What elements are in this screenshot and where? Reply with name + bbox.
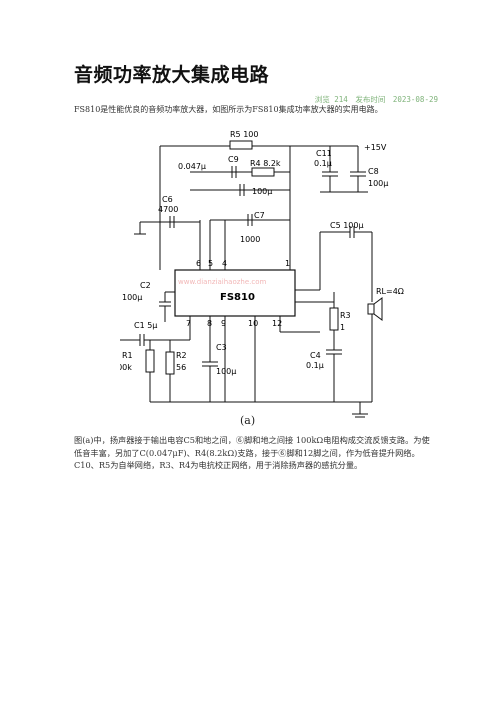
pin-12: 12	[272, 319, 282, 328]
r5-resistor	[229, 140, 253, 150]
r2-resistor	[165, 351, 175, 375]
figure-caption: (a)	[240, 414, 256, 427]
pin-10: 10	[248, 319, 258, 328]
r1-resistor	[145, 349, 155, 373]
r3-value: 1	[340, 323, 345, 332]
c6-value: 4700	[158, 205, 178, 214]
c2-name: C2	[140, 281, 151, 290]
article-meta: 浏览 214 发布时间 2023-08-29	[312, 94, 438, 105]
ic-body	[174, 269, 296, 317]
r5-label: R5 100	[230, 130, 258, 139]
c8-name: C8	[368, 167, 379, 176]
c7-name: C7	[254, 211, 265, 220]
publish-date: 2023-08-29	[392, 95, 438, 104]
c9-name: C9	[228, 155, 239, 164]
supply-label: +15V	[364, 143, 387, 152]
page-title: 音频功率放大集成电路	[74, 64, 270, 86]
r4-resistor	[251, 167, 275, 177]
pin-6: 6	[196, 259, 201, 268]
view-count: 浏览 214	[314, 95, 348, 104]
r2-name: R2	[176, 351, 187, 360]
pin-4: 4	[222, 259, 227, 268]
r1-value: 100k	[120, 363, 132, 372]
c2-value: 100μ	[122, 293, 142, 302]
pin-8: 8	[207, 319, 212, 328]
published-label: 发布时间	[355, 95, 386, 104]
r4-label: R4 8.2k	[250, 159, 281, 168]
r2-value: 56	[176, 363, 186, 372]
circuit-schematic: +15V R5 100 C9 0.047μ R4 8.2k C11 0.1μ C…	[120, 130, 404, 418]
c6-name: C6	[162, 195, 173, 204]
c5-label: C5 100μ	[330, 221, 364, 230]
c10-value: 100μ	[252, 187, 272, 196]
c11-name: C11	[316, 149, 332, 158]
c9-value: 0.047μ	[178, 162, 206, 171]
load-label: RL=4Ω	[376, 287, 404, 296]
r1-name: R1	[122, 351, 133, 360]
watermark: www.dianziaihaozhe.com	[178, 278, 267, 286]
c3-value: 100μ	[216, 367, 236, 376]
c4-value: 0.1μ	[306, 361, 324, 370]
c1-label: C1 5μ	[134, 321, 157, 330]
c7-value: 1000	[240, 235, 260, 244]
pin-1: 1	[285, 259, 290, 268]
pin-7: 7	[186, 319, 191, 328]
r3-name: R3	[340, 311, 351, 320]
pin-5: 5	[208, 259, 213, 268]
c11-value: 0.1μ	[314, 159, 332, 168]
intro-paragraph: FS810是性能优良的音频功率放大器，如图所示为FS810集成功率放大器的实用电…	[74, 105, 383, 114]
r3-resistor	[329, 307, 339, 331]
c8-value: 100μ	[368, 179, 388, 188]
pin-9: 9	[221, 319, 226, 328]
body-paragraph: 图(a)中，扬声器接于输出电容C5和地之间，⑥脚和地之间接 100kΩ电阻构成交…	[74, 435, 430, 470]
speaker	[367, 303, 375, 315]
ic-label: FS810	[220, 292, 255, 303]
c4-name: C4	[310, 351, 321, 360]
c3-name: C3	[216, 343, 227, 352]
